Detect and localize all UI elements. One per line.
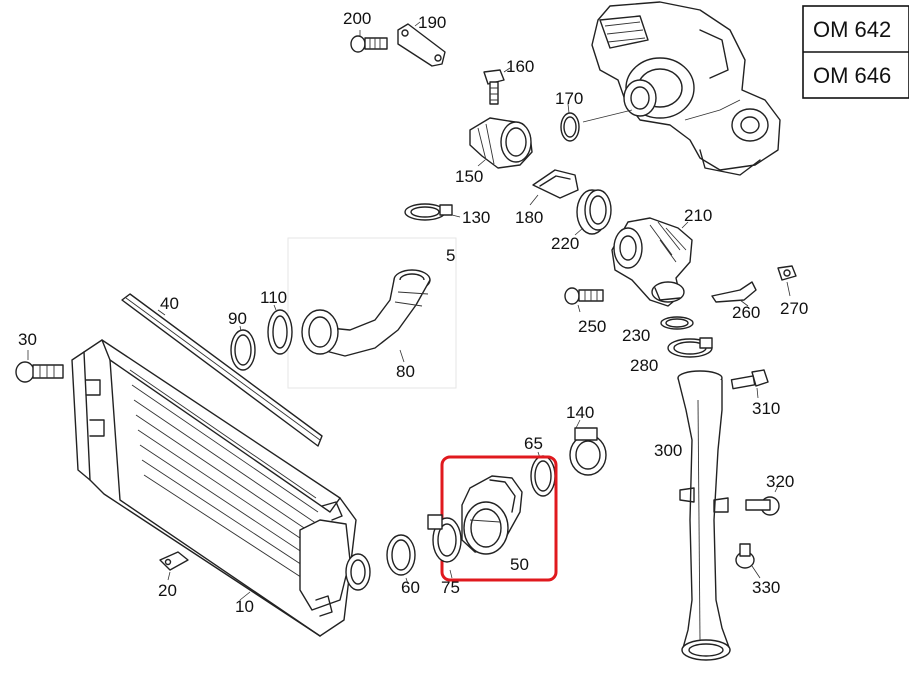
part-label-230: 230 [622,326,650,345]
part-number-labels: 200 190 160 170 150 130 180 210 220 5 40… [18,9,808,616]
part-label-65: 65 [524,434,543,453]
part-110-clamp [267,304,293,355]
part-10-intercooler [71,339,371,637]
part-label-300: 300 [654,441,682,460]
part-90-o-ring [230,325,256,371]
part-270-nut [777,265,797,297]
part-200-bolt [350,30,388,53]
part-label-30: 30 [18,330,37,349]
part-label-90: 90 [228,309,247,328]
part-130-clamp [404,203,461,221]
part-label-20: 20 [158,581,177,600]
part-310-bolt [730,369,769,399]
engine-code-om646: OM 646 [813,63,891,88]
part-label-260: 260 [732,303,760,322]
part-330-bolt [735,543,761,579]
part-40-seal-strip [121,293,323,447]
part-190-gasket [397,21,446,67]
part-label-140: 140 [566,403,594,422]
part-label-75: 75 [441,578,460,597]
part-280-clamp [667,337,713,358]
part-50-elbow [461,475,523,555]
engine-code-om642: OM 642 [813,17,891,42]
part-210-throttle-housing [611,217,693,307]
part-label-80: 80 [396,362,415,381]
part-label-60: 60 [401,578,420,597]
part-label-270: 270 [780,299,808,318]
part-260-bracket [711,281,757,307]
part-label-210: 210 [684,206,712,225]
part-20-bracket [159,551,189,581]
part-label-170: 170 [555,89,583,108]
part-label-190: 190 [418,13,446,32]
part-label-5: 5 [446,246,455,265]
part-label-10: 10 [235,597,254,616]
engine-code-table: OM 642 OM 646 [802,5,909,99]
part-170-o-ring [560,103,580,142]
part-label-310: 310 [752,399,780,418]
part-250-bolt [564,287,604,313]
part-label-50: 50 [510,555,529,574]
part-label-180: 180 [515,208,543,227]
part-220-sleeve [574,189,612,236]
part-label-280: 280 [630,356,658,375]
part-label-160: 160 [506,57,534,76]
part-label-200: 200 [343,9,371,28]
part-230-o-ring [660,316,694,330]
part-label-130: 130 [462,208,490,227]
part-80-hose [287,237,457,389]
part-label-250: 250 [578,317,606,336]
part-180-clamp [529,169,579,206]
part-320-bolt [745,485,780,516]
part-160-bolt [483,67,511,105]
part-label-40: 40 [160,294,179,313]
part-label-220: 220 [551,234,579,253]
part-label-330: 330 [752,578,780,597]
part-label-110: 110 [260,288,287,307]
part-label-320: 320 [766,472,794,491]
part-75-clamp [427,514,462,579]
part-label-150: 150 [455,167,483,186]
part-140-clamp [569,419,607,476]
part-60-o-ring [386,534,416,585]
part-30-bolt [15,350,64,383]
part-150-elbow [469,117,533,169]
turbocharger-drawing [582,1,781,176]
part-300-charge-air-pipe [677,370,731,661]
